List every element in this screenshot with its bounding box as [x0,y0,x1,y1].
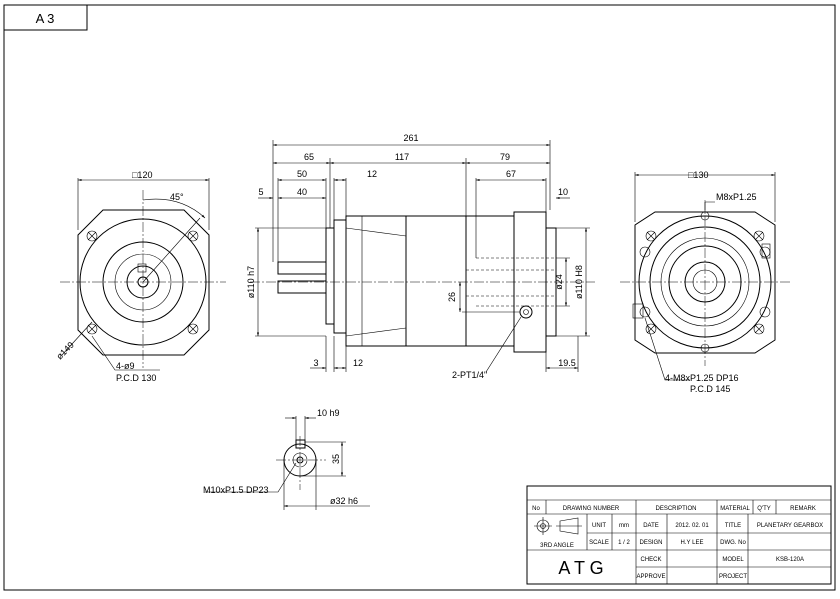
front-view [60,178,226,371]
side-dim-5: 5 [258,187,263,197]
sheet-size-box [3,4,88,31]
tb-model-value: KSB-120A [776,557,804,563]
rear-thread-label: M8xP1.25 [716,192,757,202]
shaft-key-label: 10 h9 [317,408,340,418]
rear-holes-label: 4-M8xP1.25 DP16 [665,373,739,383]
side-dim-40: 40 [297,187,307,197]
tb-col-no: No [532,506,540,512]
tb-date-label: DATE [643,523,659,529]
shaft-height-label: 35 [331,454,341,464]
tb-col-qty: Q'TY [757,506,770,512]
tb-scale-label: SCALE [589,540,609,546]
side-dim-overall: 261 [403,133,418,143]
tb-date-value: 2012. 02. 01 [675,523,709,529]
tb-col-remark: REMARK [790,506,816,512]
side-dim-67: 67 [506,169,516,179]
side-dim-117: 117 [395,152,409,162]
tb-model-label: MODEL [722,557,744,563]
tb-title-label: TITLE [725,523,741,529]
tb-projection: 3RD ANGLE [540,543,574,549]
side-dim-19-5: 19.5 [558,358,576,368]
side-dim-12-bottom: 12 [353,358,363,368]
side-dim-65: 65 [304,152,314,162]
side-dim-10: 10 [558,187,568,197]
front-square-label: □120 [132,170,152,180]
shaft-thread-label: M10xP1.5 DP23 [203,485,269,495]
side-view [250,140,595,373]
tb-unit-label: UNIT [592,523,606,529]
side-dim-26: 26 [447,292,457,302]
tb-col-material: MATERIAL [720,506,750,512]
side-dim-12-top: 12 [367,169,377,179]
tb-dwg-label: DWG. No [720,540,746,546]
tb-scale-value: 1 / 2 [618,540,630,546]
tb-design-label: DESIGN [639,540,662,546]
side-port-label: 2-PT1/4" [452,370,487,380]
rear-pcd-label: P.C.D 145 [690,384,730,394]
front-holes-label: 4-ø9 [116,361,135,371]
rear-square-label: □130 [688,170,708,180]
side-dim-50: 50 [297,169,307,179]
tb-col-description: DESCRIPTION [655,506,696,512]
tb-unit-value: mm [619,523,629,529]
rear-view [620,172,790,381]
side-dim-shaft-dia: ø110 h7 [246,266,256,298]
tb-col-drawing-number: DRAWING NUMBER [563,506,620,512]
side-dim-79: 79 [500,152,510,162]
sheet-border [3,4,836,591]
side-dim-3: 3 [313,358,318,368]
company-logo: A T G [558,558,603,578]
side-dim-bore: ø24 [554,274,564,290]
shaft-detail [205,416,370,510]
title-block [526,485,832,585]
tb-approve-label: APPROVE [636,574,665,580]
tb-title-value: PLANETARY GEARBOX [757,523,823,529]
tb-design-value: H.Y LEE [681,540,704,546]
tb-project-label: PROJECT [719,574,747,580]
side-dim-housing-dia: ø110 H8 [574,265,584,299]
sheet-size-label: A 3 [36,11,55,26]
front-angle-label: 45° [170,192,184,202]
shaft-dia-label: ø32 h6 [330,496,358,506]
tb-check-label: CHECK [640,557,661,563]
front-pcd-label: P.C.D 130 [116,373,156,383]
